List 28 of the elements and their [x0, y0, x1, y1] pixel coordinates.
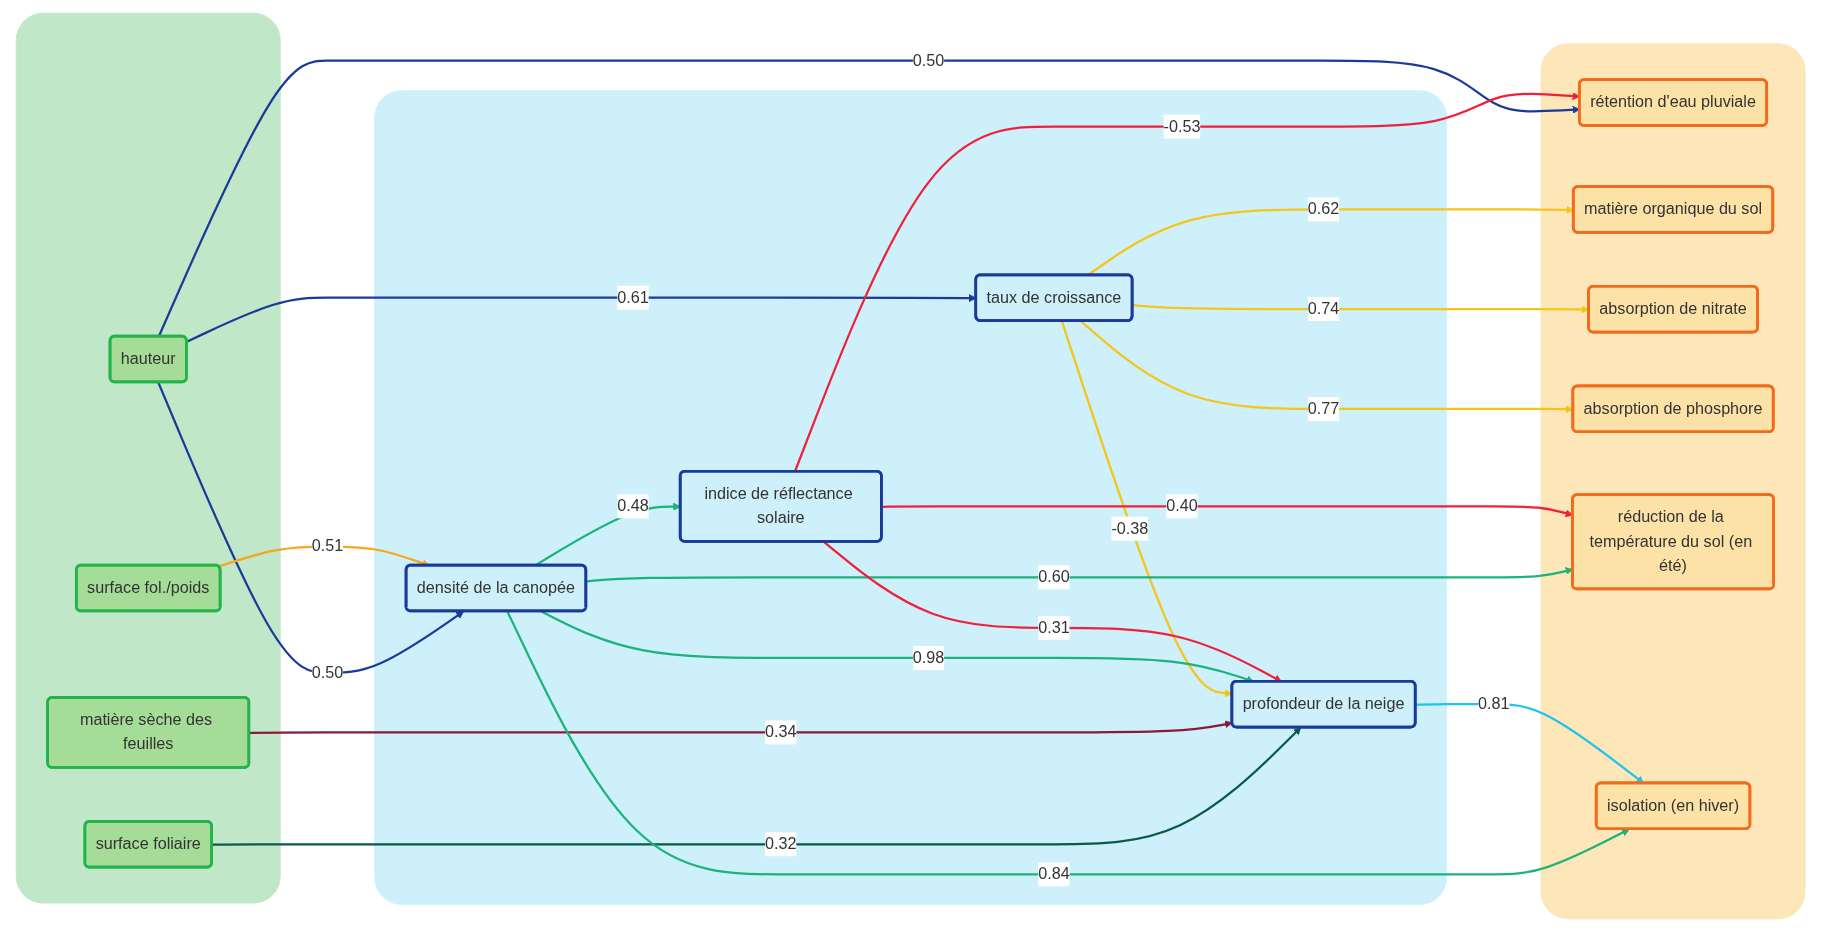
edge-label: 0.62 [1308, 200, 1340, 218]
arrow [157, 381, 465, 675]
edge-label: 0.81 [1478, 694, 1510, 713]
edge-label: 0.50 [312, 663, 344, 682]
cluster [374, 90, 1448, 905]
edge-label: 0.77 [1308, 399, 1340, 418]
cluster [16, 12, 282, 904]
edge-label: 0.40 [1166, 496, 1199, 515]
arrow [212, 727, 1302, 846]
edge-label: -0.53 [1163, 117, 1201, 136]
edge-label: 0.32 [765, 834, 797, 853]
arrow [186, 294, 977, 343]
edge-label: 0.50 [913, 51, 945, 70]
edge-label: 0.98 [913, 648, 945, 667]
edge-label: 0.60 [1038, 567, 1071, 586]
edge-label: 0.51 [312, 537, 344, 556]
arrow [506, 610, 1631, 876]
arrow [1061, 320, 1233, 698]
edge-label: 0.31 [1038, 618, 1071, 637]
edge-label: -0.38 [1111, 519, 1149, 538]
edge-label: 0.34 [765, 723, 797, 741]
arrow [249, 720, 1233, 734]
arrow [1080, 320, 1574, 414]
edge-label: 0.61 [617, 288, 650, 307]
edge-label: 0.84 [1038, 864, 1071, 883]
edge-label: 0.74 [1308, 299, 1340, 318]
cluster [1540, 43, 1806, 920]
edge-label: 0.48 [617, 496, 650, 515]
